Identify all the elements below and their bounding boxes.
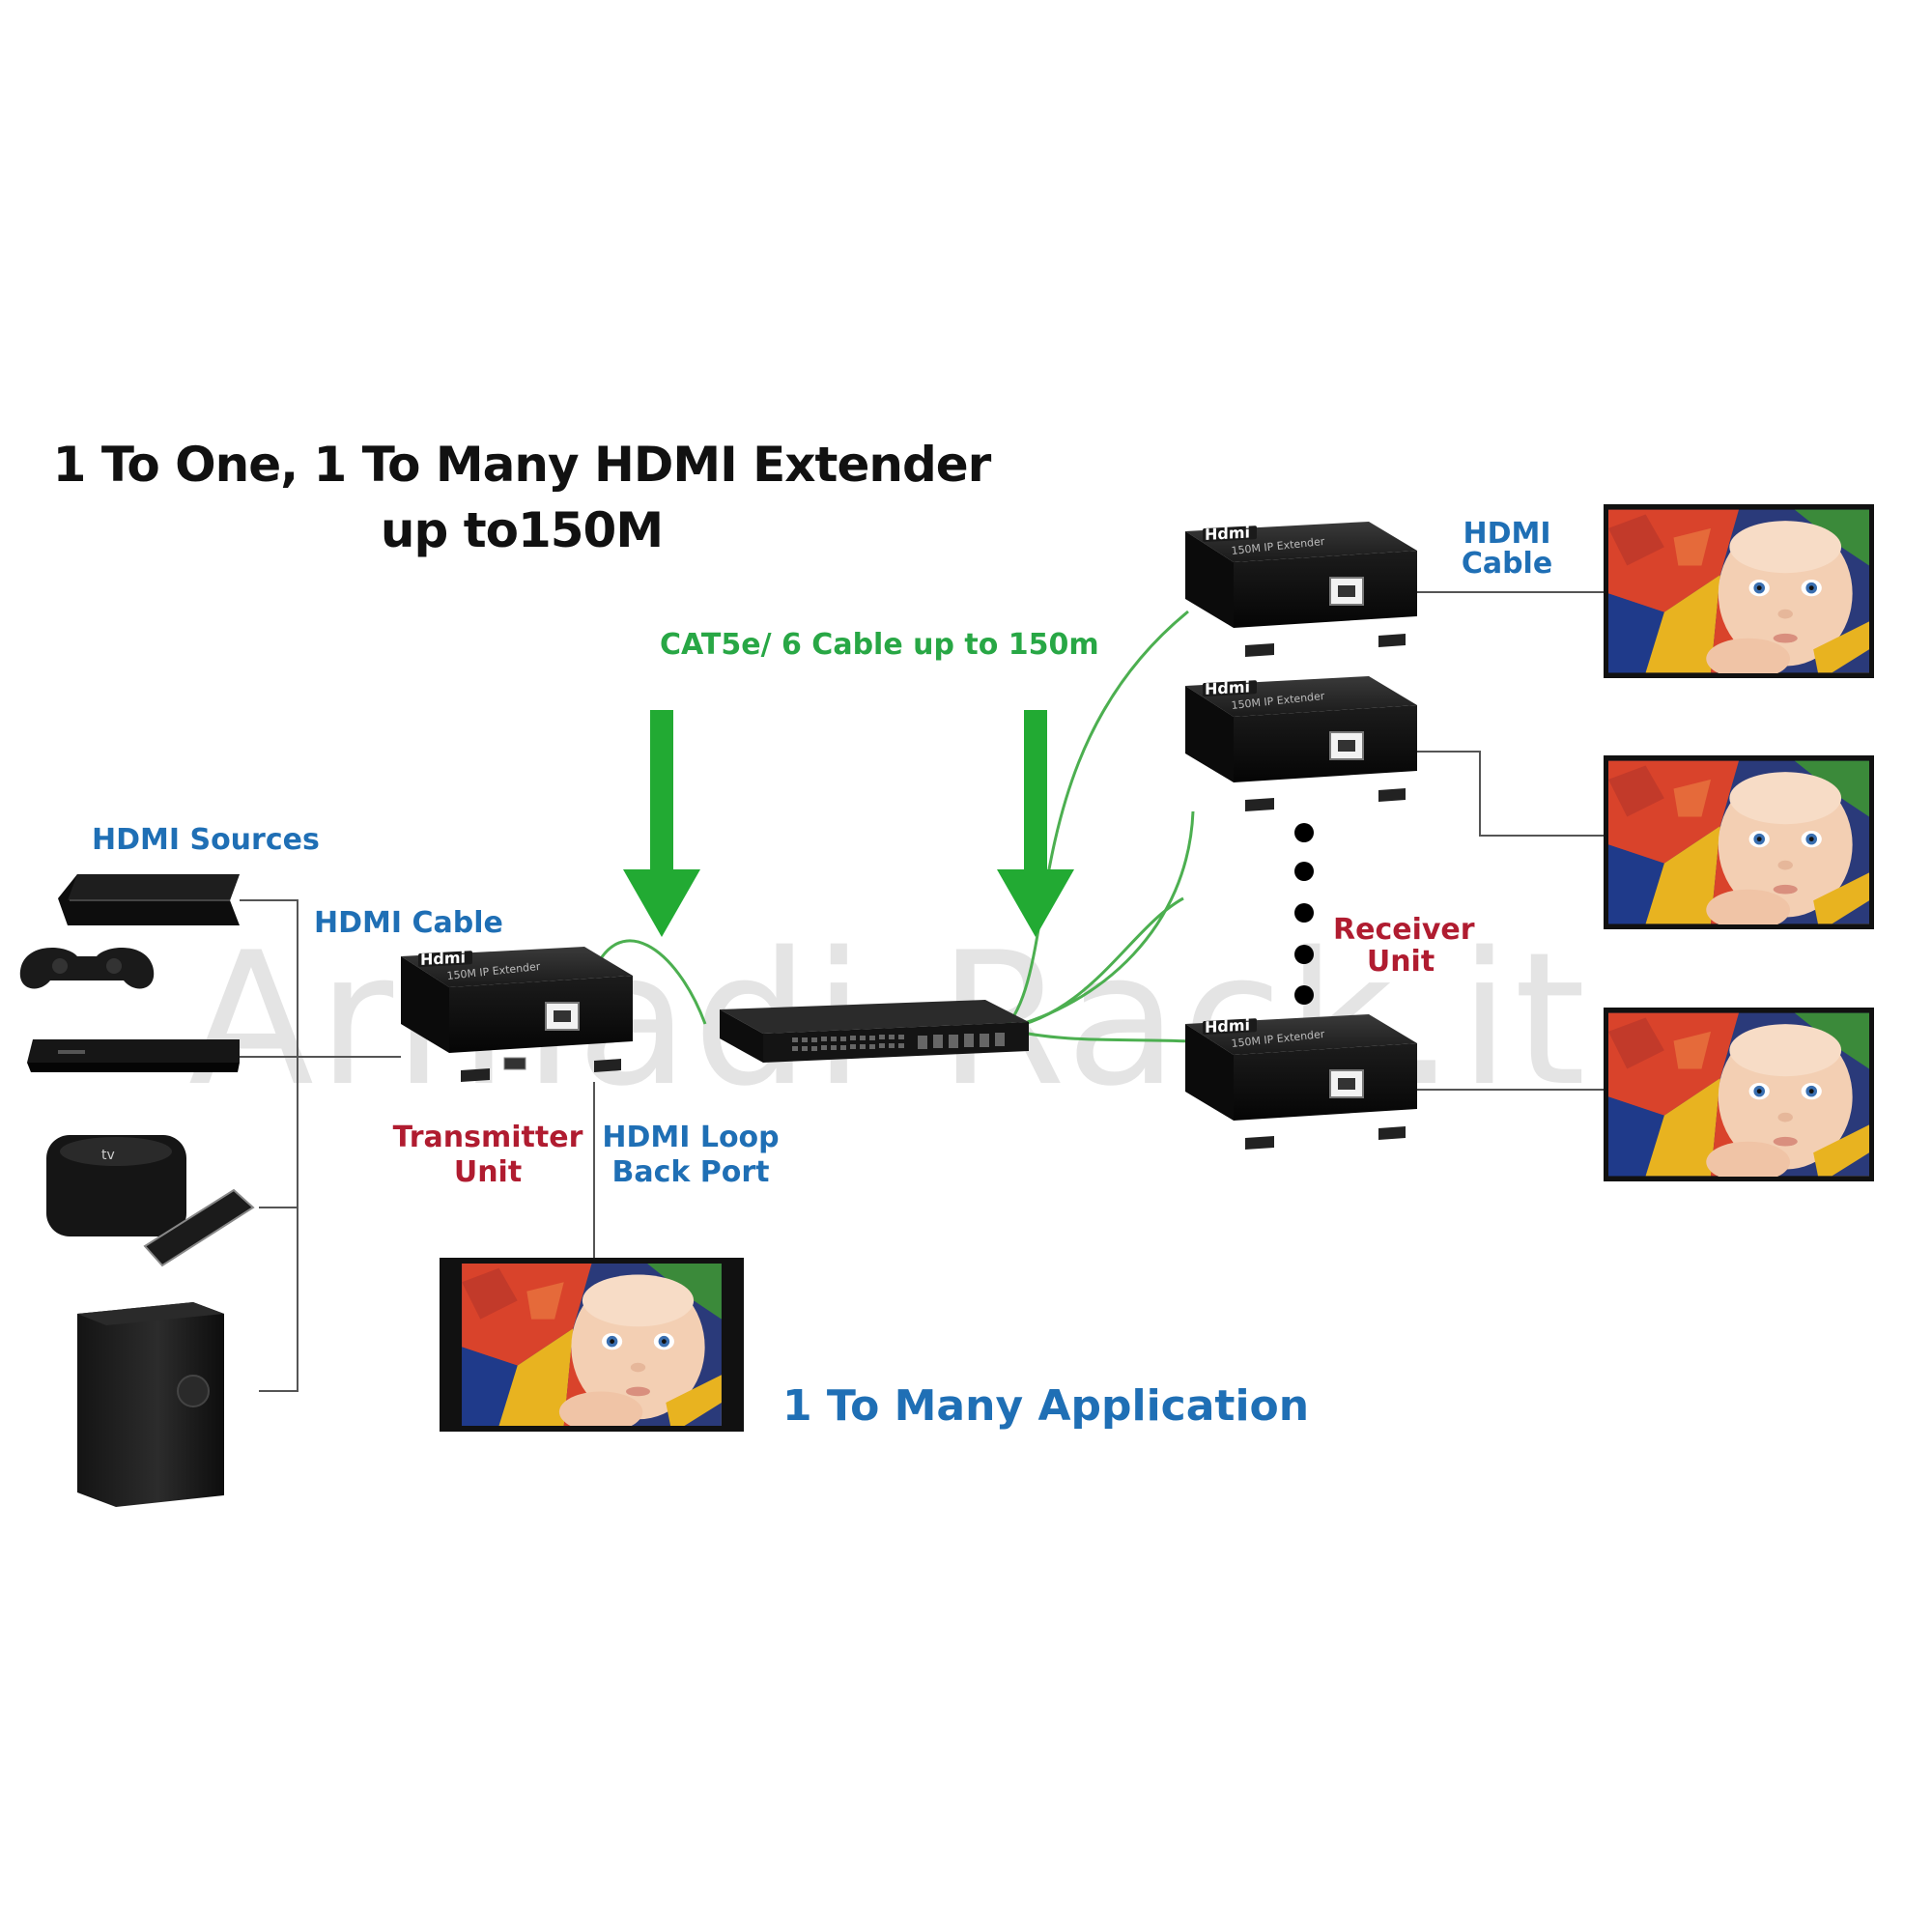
display-screen bbox=[1604, 504, 1874, 678]
hdmi-cable-right-line1: HDMI bbox=[1463, 517, 1551, 551]
hdmi-cable-label: HDMI Cable bbox=[314, 906, 503, 940]
network-switch-icon bbox=[720, 1000, 1029, 1063]
ps4-console-icon bbox=[58, 874, 240, 925]
transmitter-label-line1: Transmitter bbox=[392, 1121, 583, 1154]
display-screen bbox=[1604, 1008, 1874, 1181]
hdmi-wires bbox=[240, 591, 1604, 1392]
loopback-label-line2: Back Port bbox=[611, 1155, 770, 1189]
receiver-device-icon bbox=[1185, 676, 1417, 812]
more-receivers-dots bbox=[1294, 823, 1314, 1005]
pc-tower-icon bbox=[77, 1302, 224, 1507]
apple-tv-icon: tv bbox=[46, 1135, 255, 1267]
green-arrows bbox=[623, 710, 1074, 937]
cable-caption: CAT5e/ 6 Cable up to 150m bbox=[660, 628, 1099, 662]
hdmi-cable-right-line2: Cable bbox=[1461, 547, 1553, 581]
display-screen bbox=[1604, 755, 1874, 929]
receiver-label-line1: Receiver bbox=[1333, 913, 1475, 947]
cat-cables bbox=[590, 610, 1195, 1043]
loopback-display-screen bbox=[440, 1258, 744, 1432]
receiver-label-line2: Unit bbox=[1366, 945, 1435, 979]
svg-text:tv: tv bbox=[101, 1148, 115, 1163]
diagram-title-line1: 1 To One, 1 To Many HDMI Extender bbox=[52, 437, 992, 493]
application-caption: 1 To Many Application bbox=[782, 1381, 1310, 1431]
transmitter-label-line2: Unit bbox=[453, 1155, 523, 1189]
hdmi-sources-label: HDMI Sources bbox=[92, 823, 320, 857]
receiver-device-icon bbox=[1185, 522, 1417, 658]
controller-icon bbox=[19, 947, 155, 989]
loopback-label-line1: HDMI Loop bbox=[602, 1121, 780, 1154]
receiver-device-icon bbox=[1185, 1014, 1417, 1151]
bluray-player-icon bbox=[27, 1039, 240, 1072]
diagram-title-line2: up to150M bbox=[380, 502, 664, 558]
